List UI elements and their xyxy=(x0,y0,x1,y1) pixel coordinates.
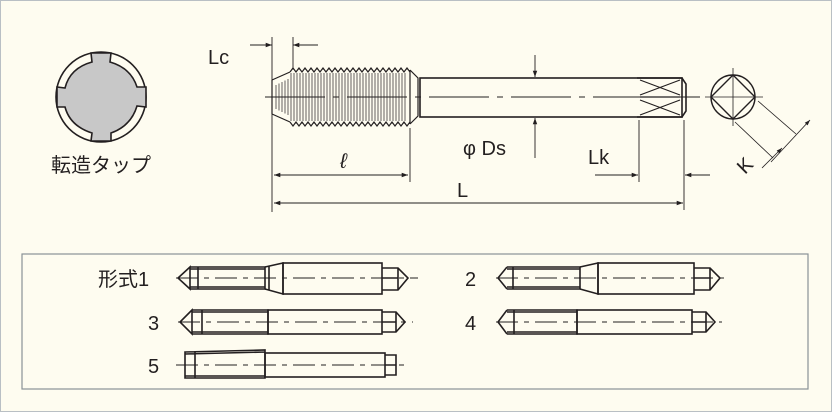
type5-label: 5 xyxy=(148,356,159,378)
type1-drawing xyxy=(176,262,418,296)
type3-label: 3 xyxy=(148,313,159,335)
square-size-label: K xyxy=(733,153,758,178)
types-box xyxy=(21,253,809,390)
total-length-label: L xyxy=(457,180,468,202)
type2-label: 2 xyxy=(465,269,476,291)
thread-length-label: ℓ xyxy=(339,150,348,173)
square-length-label: Lk xyxy=(588,147,610,169)
type3-drawing xyxy=(178,308,413,336)
type2-drawing xyxy=(496,262,728,296)
thread-profile xyxy=(289,67,411,73)
type4-drawing xyxy=(496,309,722,335)
dimension-lines xyxy=(250,37,710,212)
tap-main-drawing xyxy=(265,67,700,127)
type1-label: 形式1 xyxy=(98,268,149,291)
lc-label: Lc xyxy=(208,47,229,69)
cross-section-icon xyxy=(55,51,147,143)
thread-profile xyxy=(289,121,411,127)
shank-diameter-label: φ Ds xyxy=(463,138,506,160)
type5-drawing xyxy=(176,349,405,379)
cross-section-caption: 転造タップ xyxy=(51,154,151,177)
end-view-icon xyxy=(705,68,811,169)
type4-label: 4 xyxy=(465,313,476,335)
